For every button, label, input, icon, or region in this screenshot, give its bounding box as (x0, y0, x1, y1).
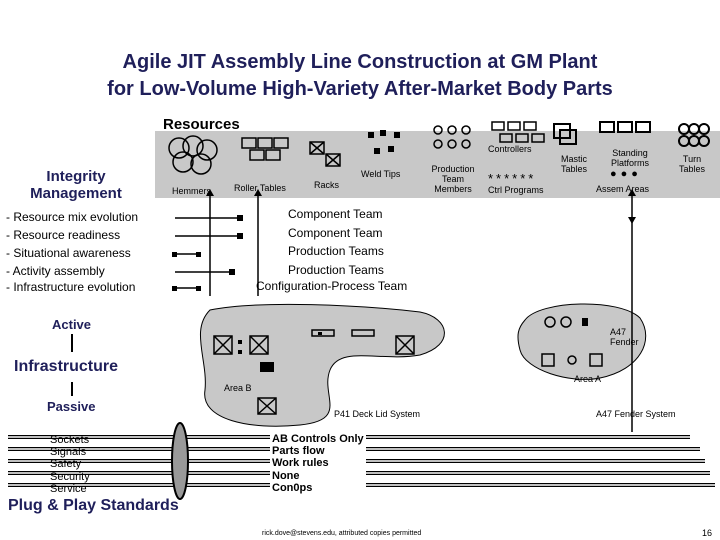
integrity-item-3: - Situational awareness (6, 246, 131, 260)
label-weld-tips: Weld Tips (361, 169, 401, 179)
rules-list: AB Controls Only Parts flow Work rules N… (270, 433, 366, 495)
integrity-heading: Integrity Management (20, 168, 132, 202)
hemmers-icon (163, 134, 223, 187)
label-turn-line-2: Tables (678, 164, 705, 174)
team-5: Configuration-Process Team (256, 279, 408, 293)
label-assem-areas: Assem Areas (596, 184, 650, 194)
resource-connectors (209, 193, 633, 420)
integrity-item-4: - Activity assembly (6, 264, 105, 278)
footer-credit: rick.dove@stevens.edu, attributed copies… (262, 530, 422, 537)
passive-items-list: Sockets Signals Safety Security Service (50, 434, 90, 495)
rule-parts-flow: Parts flow (272, 445, 325, 458)
passive-item-service: Service (50, 482, 87, 495)
a47-station-icons (540, 316, 610, 377)
a47-area-blob (517, 303, 647, 380)
label-ctrl-programs: Ctrl Programs (488, 185, 544, 195)
passive-label: Passive (47, 399, 96, 414)
resources-panel (155, 131, 720, 198)
team-4: Production Teams (288, 263, 384, 277)
integrity-item-3-text: Situational awareness (13, 246, 131, 260)
label-mastic-line-1: Mastic (560, 154, 587, 164)
rule-none: None (272, 469, 300, 482)
passive-item-safety: Safety (50, 458, 82, 471)
passive-item-sockets: Sockets (50, 434, 90, 446)
label-hemmers: Hemmers (172, 186, 212, 196)
p41-area-blob (199, 303, 445, 427)
active-label: Active (52, 317, 92, 332)
title-line-1: Agile JIT Assembly Line Construction at … (122, 51, 598, 73)
label-standing-line-1: Standing (612, 148, 648, 158)
passive-item-signals: Signals (50, 446, 87, 459)
controllers-icon (490, 120, 550, 151)
integrity-heading-line-2: Management (30, 185, 122, 202)
infrastructure-heading: Infrastructure (14, 358, 119, 375)
integrity-item-2-text: Resource readiness (13, 228, 121, 242)
label-controllers: Controllers (488, 144, 532, 154)
label-racks: Racks (314, 180, 340, 190)
integrity-item-2: - Resource readiness (6, 228, 121, 242)
ctrl-programs-asterisks: ****** (488, 171, 537, 186)
label-production-line-3: Members (434, 184, 472, 194)
standing-platforms-icon (598, 120, 658, 153)
assem-areas-dots: ●●● (610, 168, 642, 180)
racks-icon (308, 140, 344, 177)
production-members-icon (430, 124, 476, 159)
label-mastic-line-2: Tables (560, 164, 587, 174)
page-number: 16 (702, 528, 713, 538)
a47-system-label: A47 Fender System (596, 409, 676, 419)
bus-connector (171, 422, 189, 500)
mastic-tables-icon (552, 122, 592, 157)
integrity-heading-line-1: Integrity (46, 168, 106, 185)
area-b-label: Area B (224, 383, 252, 393)
integrity-item-5: - Infrastructure evolution (6, 280, 136, 294)
area-a-label: Area A (574, 374, 602, 384)
turn-tables-icon (676, 123, 712, 158)
rule-ab-controls: AB Controls Only (272, 433, 364, 445)
team-3: Production Teams (288, 244, 384, 258)
label-standing-line-2: Platforms (610, 158, 649, 168)
team-1: Component Team (288, 207, 383, 221)
a47-fender-line-2: Fender (610, 337, 639, 347)
a47-fender-line-1: A47 (610, 327, 627, 337)
label-turn-line-1: Turn (682, 154, 702, 164)
integrity-bracket (175, 217, 240, 289)
integrity-item-1: - Resource mix evolution (6, 210, 139, 224)
label-production-line-1: Production (431, 164, 475, 174)
plug-play-standards: Plug & Play Standards (8, 497, 179, 514)
resources-heading: Resources (163, 116, 240, 133)
label-mastic-tables: Mastic Tables (554, 154, 594, 174)
a47-fender-label: A47 Fender (610, 327, 642, 347)
integrity-item-1-text: Resource mix evolution (13, 210, 139, 224)
passive-item-security: Security (50, 470, 90, 483)
label-production-team-members: Production Team Members (424, 164, 482, 194)
weld-tips-icon (366, 126, 416, 167)
label-turn-tables: Turn Tables (672, 154, 712, 174)
integrity-item-5-text: Infrastructure evolution (13, 280, 136, 294)
title-line-2: for Low-Volume High-Variety After-Market… (107, 78, 613, 100)
roller-tables-icon (240, 136, 300, 171)
rule-work-rules: Work rules (272, 457, 329, 470)
label-roller-tables: Roller Tables (234, 183, 286, 193)
label-standing-platforms: Standing Platforms (600, 148, 660, 168)
rule-conops: Con0ps (272, 481, 313, 494)
label-production-line-2: Team (441, 174, 464, 184)
p41-station-icons (212, 328, 422, 423)
team-2: Component Team (288, 226, 383, 240)
p41-system-label: P41 Deck Lid System (334, 409, 421, 419)
integrity-item-4-text: Activity assembly (12, 264, 105, 278)
